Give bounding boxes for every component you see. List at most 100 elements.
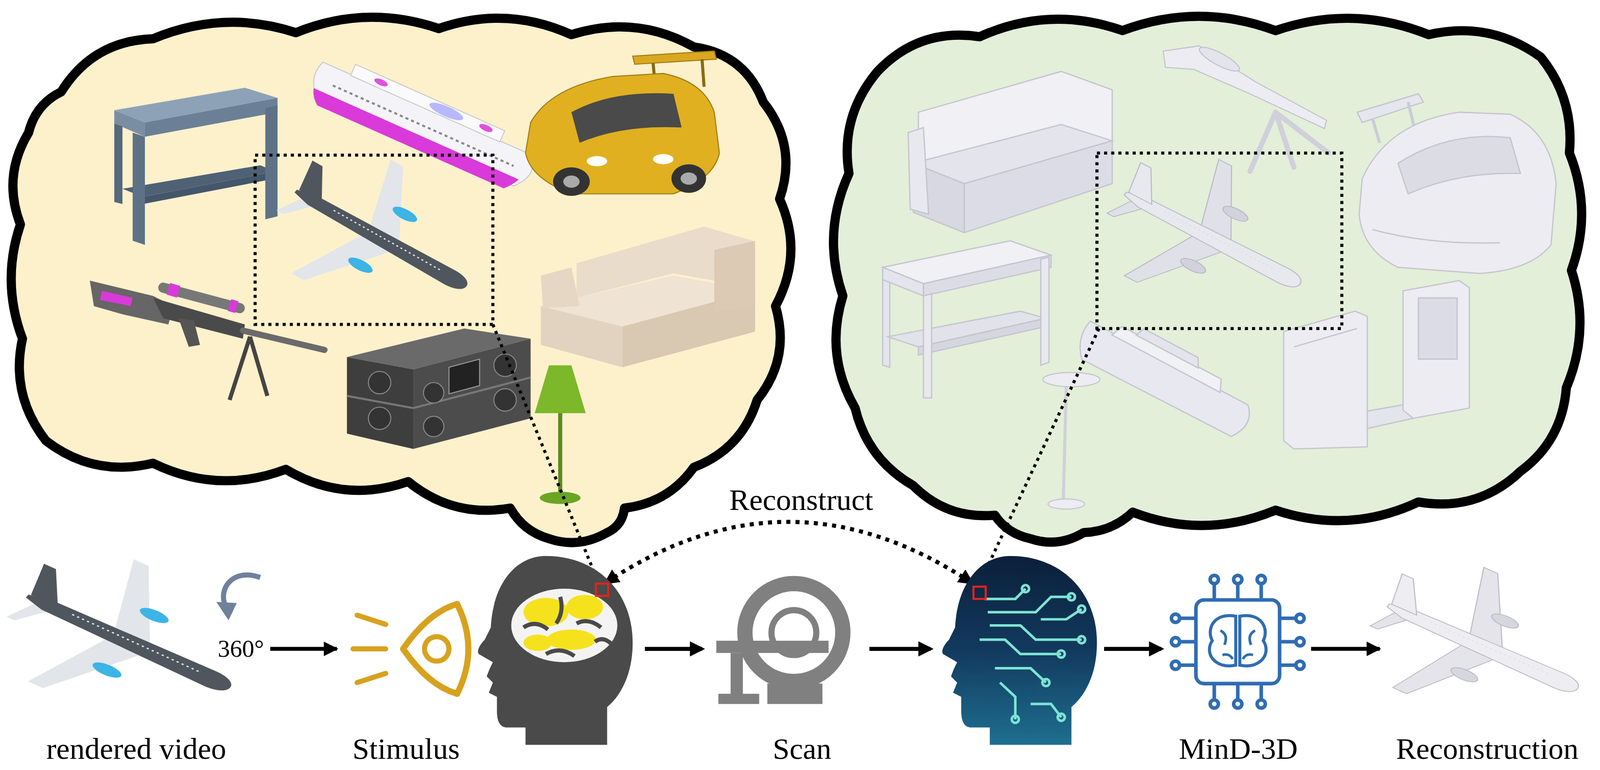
ai-head-part-part: [989, 625, 1082, 640]
ai-head-part-part: [1030, 703, 1062, 718]
eye-icon-part: [457, 604, 469, 695]
ship-model-part: [427, 99, 466, 124]
speaker-model-part: [368, 371, 391, 394]
mri-scanner-icon-part: [718, 693, 760, 704]
thought-cloud-right: [833, 16, 1582, 543]
ai-head-part-part: [1011, 715, 1020, 723]
ai-head-part-part: [994, 668, 1046, 683]
ai-head-part-part: [1057, 713, 1065, 721]
sofa-model: [540, 226, 756, 368]
lamp-model-part: [534, 365, 586, 414]
car-mesh-part: [1372, 229, 1500, 244]
car-model-part: [702, 59, 704, 88]
table-mesh-part: [923, 293, 932, 398]
rifle-model-part: [168, 288, 179, 292]
car-model-part: [571, 93, 682, 143]
stimulus-airplane: [0, 531, 283, 749]
rifle-model-part: [100, 290, 133, 306]
mind3d-chip-icon-part: [1210, 575, 1219, 584]
stage-label: MinD-3D: [1176, 732, 1302, 766]
rifle-model-part: [178, 318, 200, 348]
eye-icon-part: [357, 673, 387, 683]
flow-arrows-part: [869, 647, 931, 651]
reconstruct-arrow: [606, 522, 972, 583]
car-mesh-part: [1397, 136, 1521, 194]
rotation-icon-part: [216, 601, 237, 621]
flow-arrows-part: [1104, 647, 1162, 651]
table-mesh-part: [882, 279, 891, 368]
car-model-part: [586, 156, 608, 167]
ship-model: [303, 51, 543, 196]
ship-mesh: [1071, 304, 1264, 442]
mind3d-chip-icon-part: [1279, 640, 1297, 644]
ai-head-part-part: [1000, 682, 1016, 720]
sofa-model-part: [540, 306, 623, 368]
mind3d-chip-icon-part: [1171, 614, 1180, 623]
ai-head-part: [979, 585, 1086, 723]
lamp-mesh-part: [1048, 498, 1086, 510]
eye-icon-part: [357, 615, 387, 625]
table-model: [114, 87, 278, 246]
ship-mesh-part: [1136, 327, 1203, 369]
ai-head-part-part: [984, 588, 1026, 599]
table-model-part: [144, 97, 278, 137]
mind3d-chip-icon-part: [1235, 583, 1240, 601]
labeled-stage: Stimulus: [339, 566, 473, 766]
mind3d-chip-icon-part: [1296, 614, 1305, 623]
flow-connector: [270, 647, 337, 651]
eye-icon: [352, 604, 469, 695]
rifle-model: [89, 280, 325, 401]
ai-head: [942, 556, 1097, 745]
mind3d-chip-icon: [1171, 575, 1304, 709]
flow-connector: [1311, 647, 1380, 651]
airplane-model: [239, 130, 516, 344]
car-mesh-part: [1359, 112, 1557, 274]
mind3d-chip-icon-part: [1171, 637, 1180, 647]
ship-mesh-part: [1111, 324, 1226, 393]
sofa-mesh-part: [964, 140, 1112, 233]
mri-scanner-icon-part: [744, 583, 843, 682]
mri-scanner-icon-part: [716, 640, 829, 653]
table-model-part: [132, 132, 145, 246]
mind3d-chip-icon-part: [1195, 599, 1280, 684]
table-mesh-part: [923, 255, 1051, 297]
mind3d-chip-icon-part: [1279, 663, 1297, 668]
speaker-model-part: [493, 388, 517, 412]
car-model: [525, 51, 720, 196]
human-head-part-part: [576, 621, 601, 628]
sofa-model-part: [714, 240, 756, 313]
ai-head-part: [942, 556, 1097, 745]
table-mesh-part: [1040, 257, 1050, 366]
rifle-mesh-part: [1163, 45, 1327, 129]
rotation-icon: [216, 575, 261, 621]
mind3d-chip-icon-part: [1233, 700, 1243, 709]
rifle-mesh-part: [1196, 43, 1242, 76]
car-mesh-part: [1407, 102, 1415, 128]
labeled-stage: MinD-3D: [1168, 566, 1309, 766]
speaker-model-part: [368, 406, 391, 430]
reconstructed-airplane: [1335, 542, 1600, 749]
ship-model-part: [373, 76, 389, 88]
cabinet-mesh: [1283, 280, 1470, 449]
connector-layer-part: [270, 648, 1380, 650]
human-head-part: [523, 597, 612, 657]
car-mesh-part: [1372, 118, 1380, 143]
labeled-stage: rendered video: [4, 566, 267, 766]
ai-head-part-part: [1057, 650, 1065, 658]
rifle-model-part: [229, 305, 237, 308]
car-model-part: [652, 154, 674, 165]
rifle-model-part: [249, 336, 268, 397]
ai-head-part-part: [1077, 605, 1086, 614]
thought-cloud-right-part: [833, 16, 1582, 543]
human-head-part: [523, 634, 553, 651]
ai-head-part-part: [987, 597, 1072, 613]
stage-label: rendered video: [43, 732, 229, 766]
mind3d-chip-icon-part: [1259, 583, 1264, 601]
speaker-model-part: [448, 359, 480, 394]
sofa-model-part: [540, 267, 580, 309]
selection-box: [1096, 153, 1342, 329]
airplane-mesh: [1071, 131, 1348, 343]
mri-scanner-icon: [716, 583, 843, 705]
speaker-model-part: [413, 338, 531, 450]
mind3d-chip-icon-part: [1212, 583, 1216, 601]
